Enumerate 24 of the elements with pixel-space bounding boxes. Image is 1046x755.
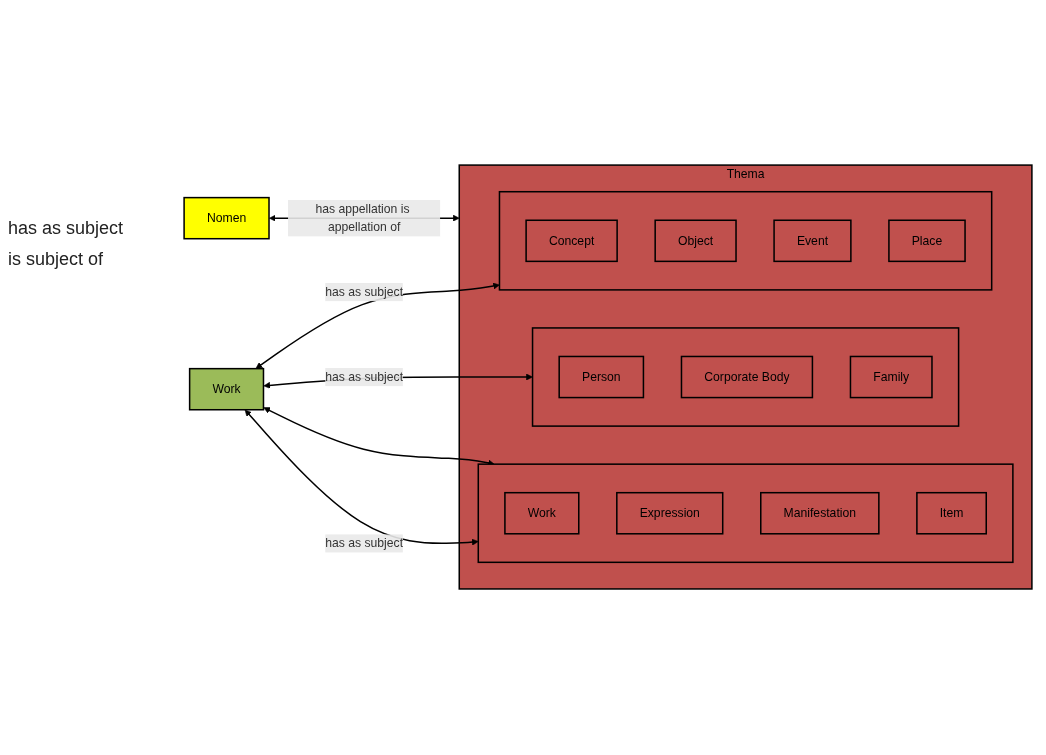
edge-label: has appellation is appellation of xyxy=(315,202,410,234)
edge-label: has as subject xyxy=(325,537,404,551)
cluster xyxy=(498,191,993,292)
node-box: Place xyxy=(888,219,966,263)
node-box: Work xyxy=(504,492,580,535)
relation-label: is subject of xyxy=(8,249,105,270)
node-box: Work xyxy=(188,368,265,411)
node-box: Event xyxy=(773,219,852,263)
cluster xyxy=(531,327,960,428)
edge-label: has as subject xyxy=(325,370,404,384)
relation-label: has as subject xyxy=(8,218,125,239)
arrow xyxy=(255,283,500,370)
cluster xyxy=(477,463,1014,564)
node-box: Manifestation xyxy=(760,492,880,535)
arrow xyxy=(244,410,479,546)
node-box: Item xyxy=(916,492,987,535)
node-box: Concept xyxy=(525,219,618,263)
node-box: Nomen xyxy=(183,197,270,240)
node-box: Person xyxy=(558,356,645,399)
node-box: Expression xyxy=(616,492,724,535)
node-box: Corporate Body xyxy=(680,356,814,399)
edge-label: has as subject xyxy=(325,285,404,299)
node-box: Object xyxy=(654,219,737,263)
node-box: Family xyxy=(849,356,933,399)
